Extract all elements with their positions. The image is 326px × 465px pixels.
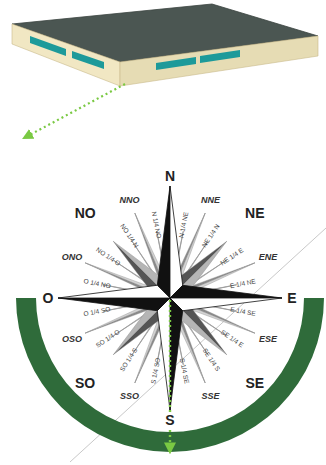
south-arrow: [169, 300, 171, 452]
cardinal-label: SO: [74, 376, 96, 390]
quarter-label: SE 1/4 S: [201, 347, 221, 372]
quarter-label: NE 1/4 E: [219, 247, 244, 267]
direction-label: SSE: [202, 391, 220, 400]
cardinal-label: N: [164, 169, 176, 183]
quarter-label: NO 1/4 N: [119, 223, 139, 249]
cardinal-label: O: [42, 291, 55, 305]
cardinal-label: NE: [244, 206, 265, 220]
direction-label: OSO: [62, 334, 82, 343]
quarter-label: NE 1/4 N: [201, 224, 221, 250]
quarter-label: NO 1/4 O: [95, 247, 121, 268]
quarter-label: SO 1/4 O: [95, 329, 121, 349]
quarter-label: E 1/4 SE: [229, 307, 255, 318]
rose-point: [170, 298, 282, 311]
rose-point: [157, 298, 170, 410]
sun-arc: [16, 298, 324, 452]
quarter-label: SO 1/4 S: [119, 347, 139, 373]
rose-point: [58, 298, 170, 311]
direction-label: ONO: [62, 253, 83, 262]
direction-label: ENE: [259, 253, 278, 262]
rose-point: [170, 298, 183, 410]
cardinal-label: NO: [74, 206, 97, 220]
quarter-label: O 1/4 SO: [83, 307, 111, 319]
rose-point: [157, 186, 170, 298]
building: [12, 4, 318, 86]
quarter-label: E 1/4 NE: [229, 278, 256, 289]
quarter-label: N 1/4 NE: [179, 212, 191, 239]
direction-label: ESE: [259, 334, 277, 343]
quarter-label: O 1/4 NO: [83, 278, 111, 290]
rose-point: [170, 186, 183, 298]
rose-point: [170, 285, 282, 298]
cardinal-label: SE: [245, 376, 266, 390]
cardinal-label: S: [164, 413, 175, 427]
direction-label: SSO: [120, 391, 139, 400]
cardinal-label: E: [286, 291, 297, 305]
direction-label: NNO: [119, 196, 139, 205]
rose-point: [58, 285, 170, 298]
quarter-label: SE 1/4 E: [219, 329, 244, 349]
quarter-label: S 1/4 SE: [179, 357, 190, 383]
facade-arrow: [24, 84, 125, 138]
quarter-label: N 1/4 NO: [150, 212, 162, 240]
direction-label: NNE: [201, 196, 220, 205]
